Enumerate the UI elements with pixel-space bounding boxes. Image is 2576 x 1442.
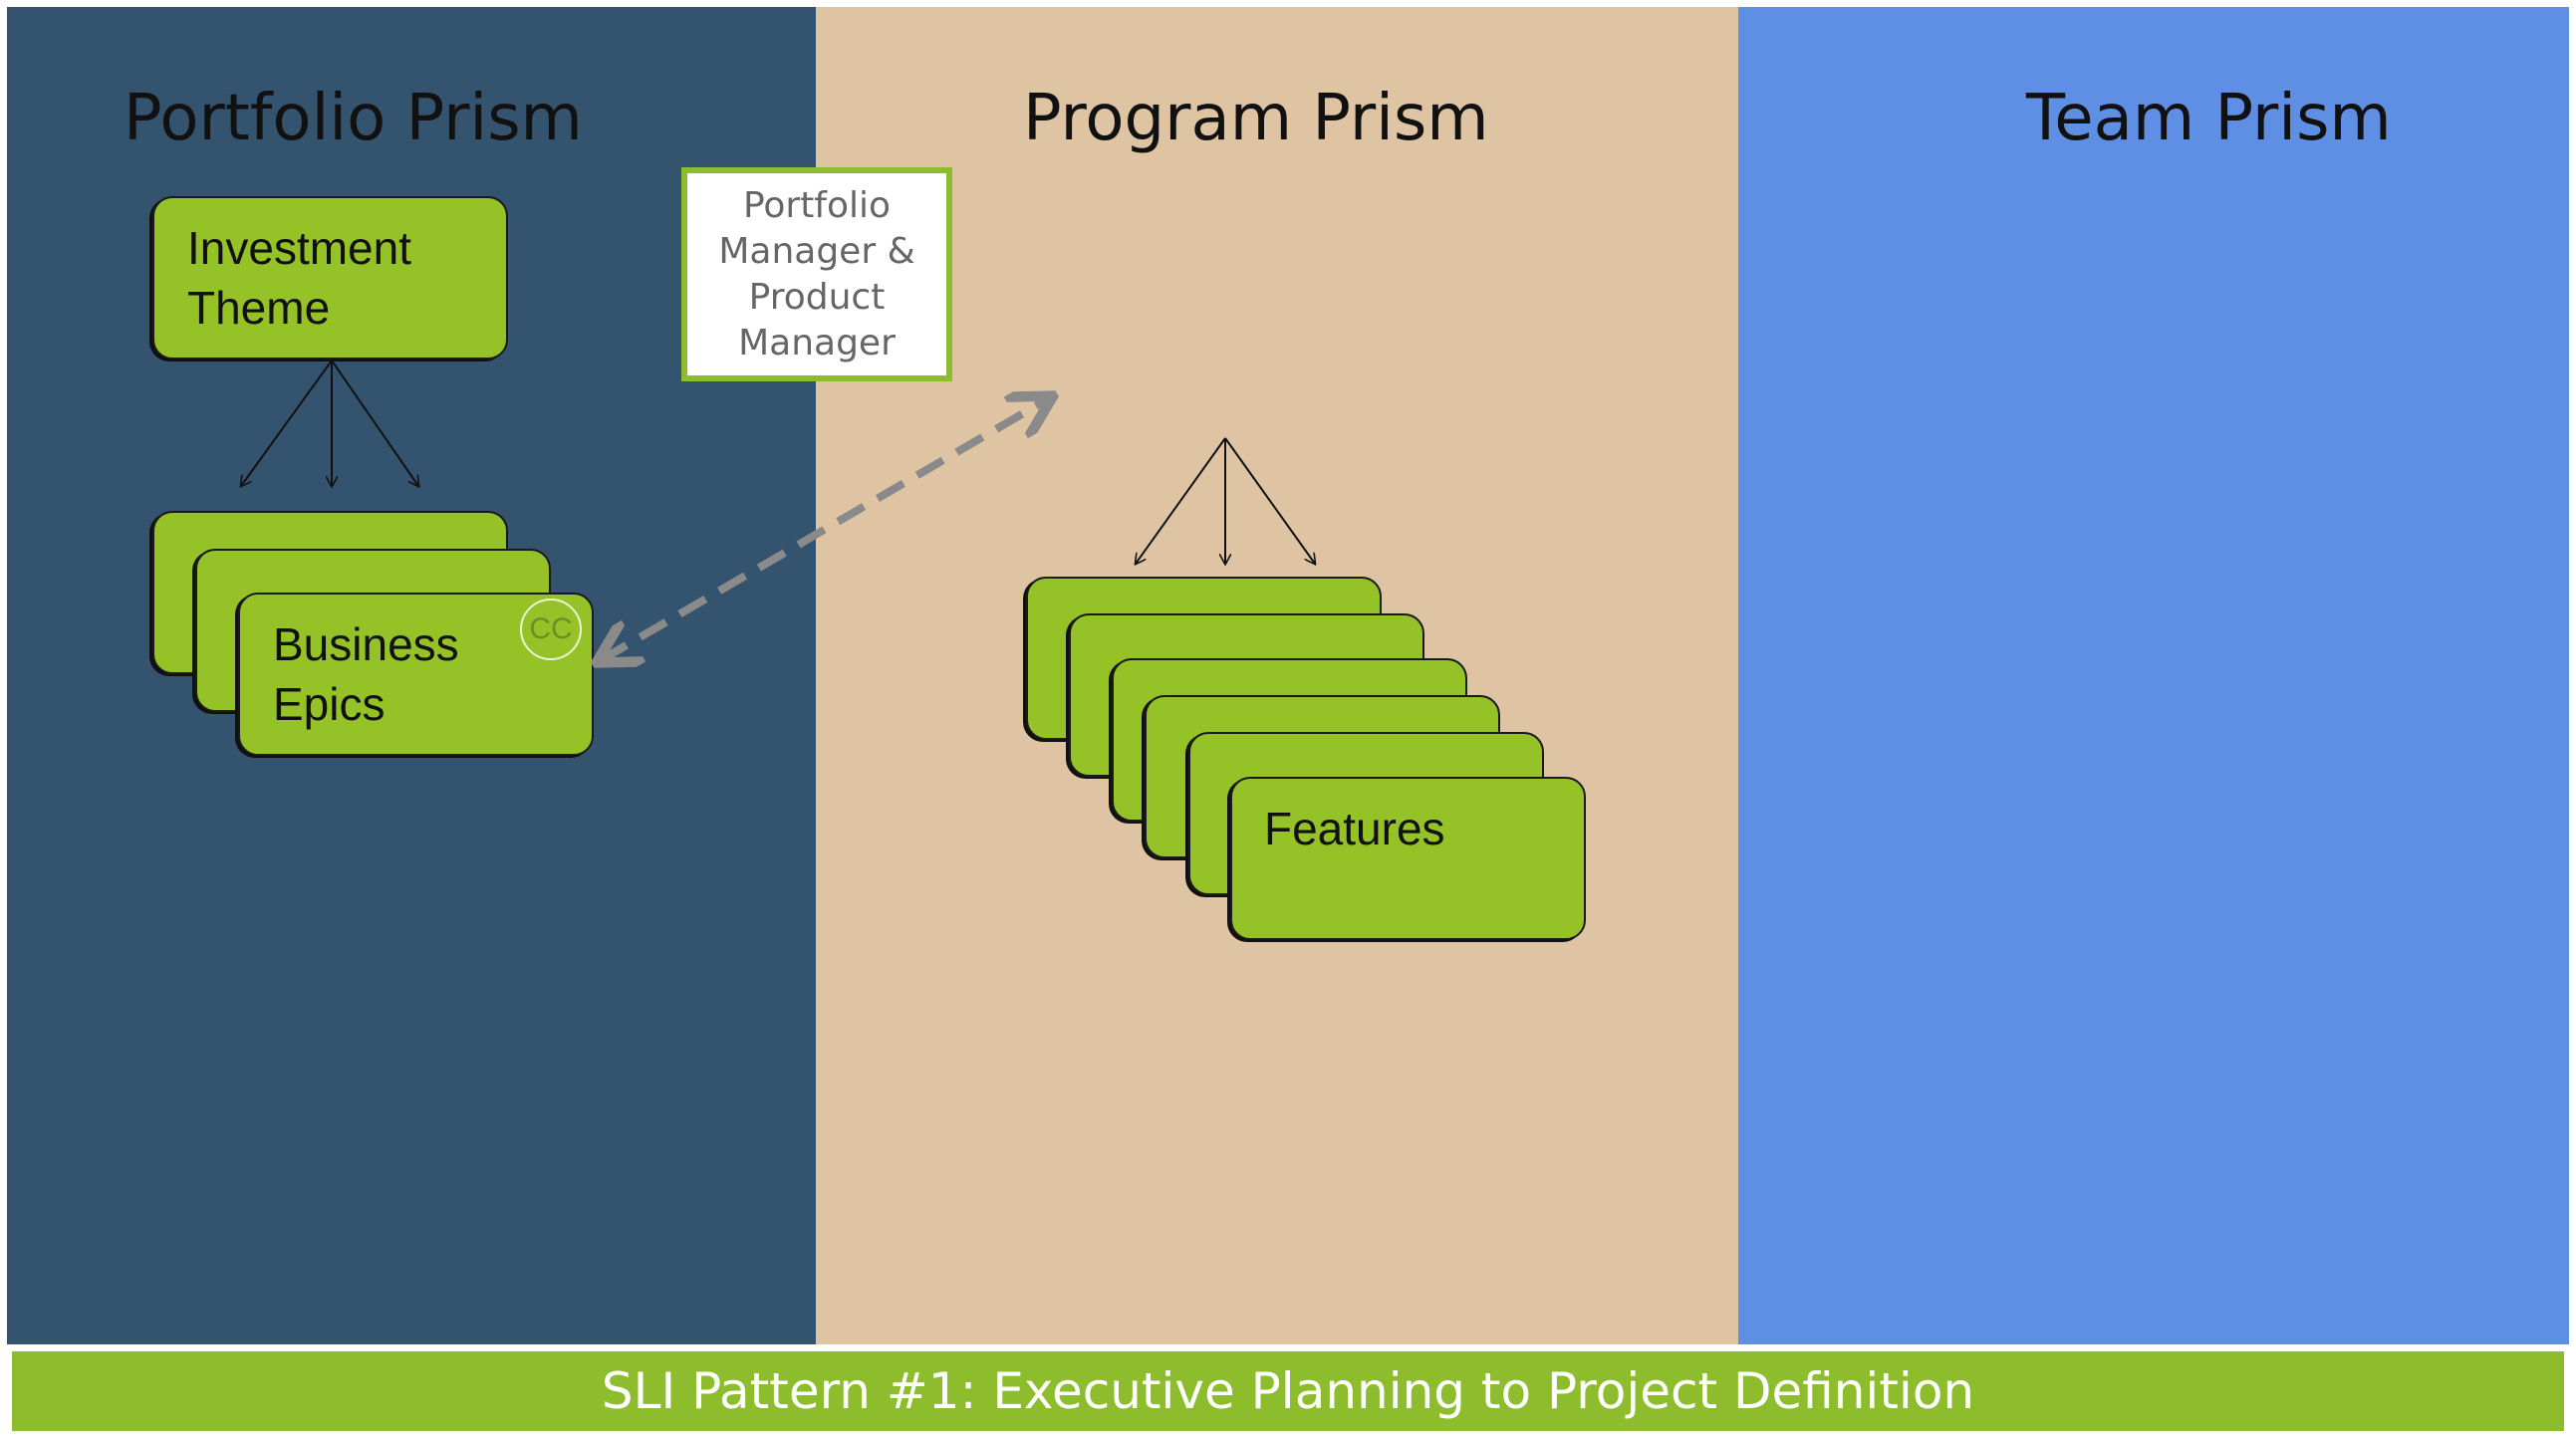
- investment-theme-card: Investment Theme: [152, 196, 508, 360]
- role-note-text: Portfolio Manager & Product Manager: [718, 184, 915, 363]
- portfolio-prism-title: Portfolio Prism: [124, 82, 583, 155]
- program-prism-title: Program Prism: [1023, 82, 1489, 155]
- footer-bar: SLI Pattern #1: Executive Planning to Pr…: [12, 1351, 2564, 1431]
- feature-card-front: Features: [1230, 777, 1586, 940]
- role-note-box: Portfolio Manager & Product Manager: [681, 167, 952, 381]
- business-epics-label: Business Epics: [273, 618, 459, 730]
- features-label: Features: [1264, 803, 1445, 854]
- cc-badge: CC: [520, 599, 582, 660]
- team-prism-title: Team Prism: [2026, 82, 2392, 155]
- footer-title: SLI Pattern #1: Executive Planning to Pr…: [601, 1362, 1975, 1420]
- team-prism-column: [1738, 7, 2569, 1344]
- investment-theme-label: Investment Theme: [187, 222, 411, 334]
